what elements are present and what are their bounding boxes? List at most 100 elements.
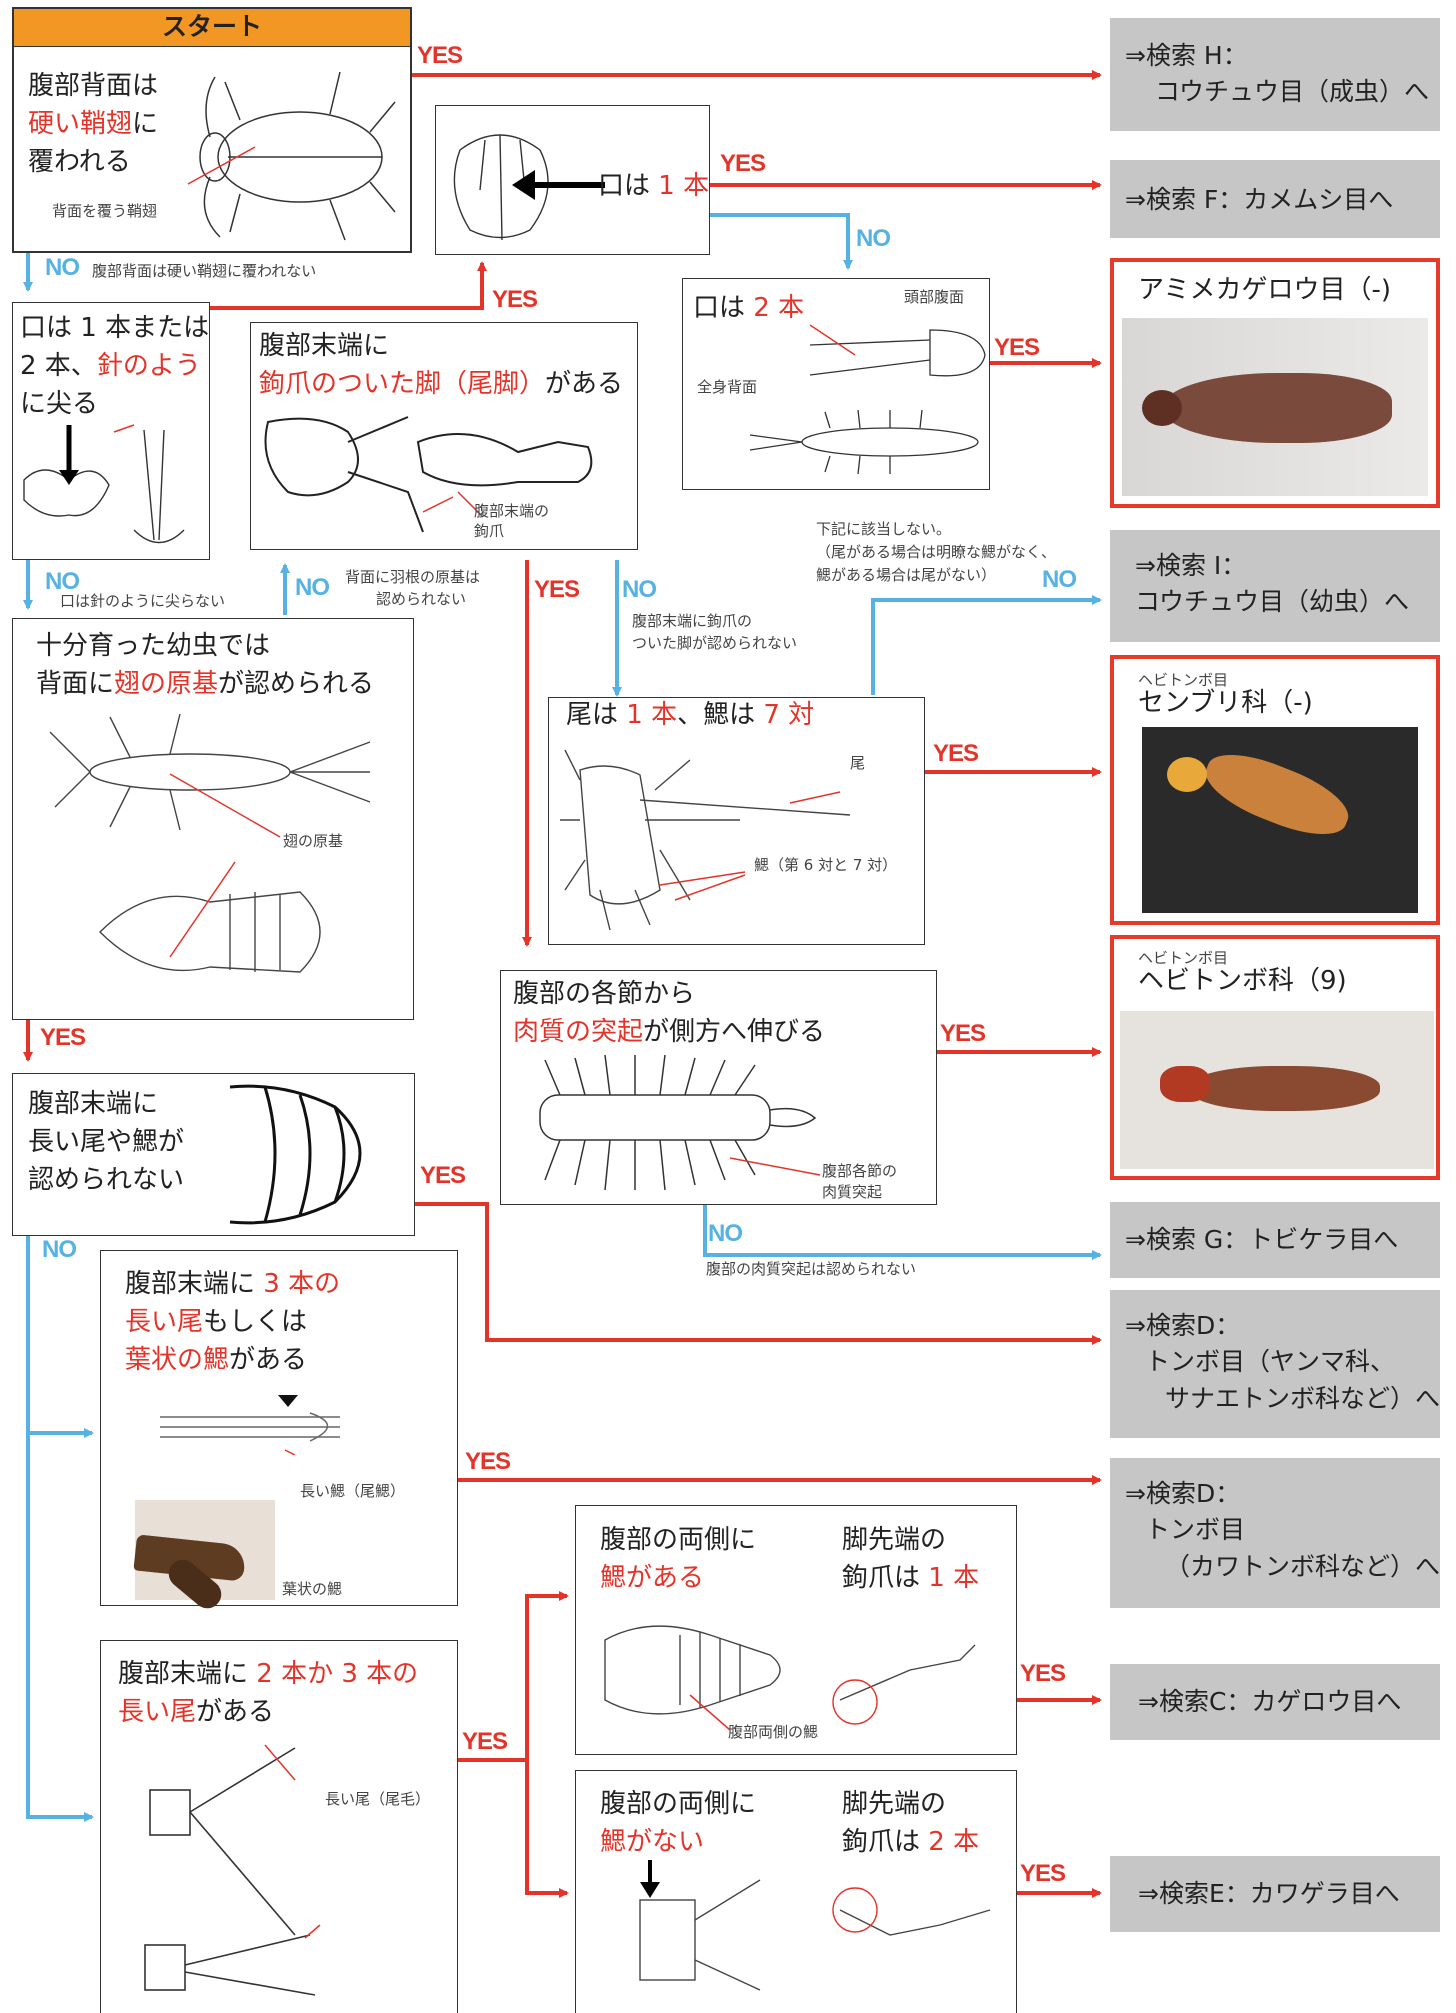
start-no-label: NO	[45, 254, 79, 282]
result-e[interactable]: ⇒検索E：カワゲラ目へ	[1110, 1856, 1440, 1932]
note-wingpad-no-1: 背面に羽根の原基は	[345, 568, 480, 588]
mouth-two-yes-label: YES	[994, 334, 1039, 362]
three-tails-cap-2: 葉状の鰓	[282, 1580, 342, 1600]
result-d2[interactable]: ⇒検索D： トンボ目 （カワトンボ科など）へ	[1110, 1458, 1440, 1608]
result-g-line-1: ⇒検索 G：トビケラ目へ	[1125, 1222, 1440, 1258]
gills-yes-label: YES	[1020, 1660, 1065, 1688]
senburi-photo	[1142, 727, 1418, 913]
tail-one-cap-2: 鰓（第 6 対と 7 対）	[754, 856, 897, 876]
wingpad-yes-label: YES	[40, 1024, 85, 1052]
result-d2-line-1: ⇒検索D：	[1125, 1476, 1440, 1512]
result-h-line-2: コウチュウ目（成虫）へ	[1125, 74, 1440, 110]
two-three-tails-line-1: 腹部末端に 2 本か 3 本の	[118, 1656, 418, 1694]
result-h[interactable]: ⇒検索 H： コウチュウ目（成虫）へ	[1110, 18, 1440, 131]
mouth-one-no-label: NO	[856, 225, 890, 253]
note-claw-no-1: 腹部末端に鉤爪の	[632, 612, 752, 632]
arrow-mouth1-no	[710, 215, 848, 268]
note-mouth-no: 口は針のように尖らない	[60, 592, 225, 612]
gills-cap: 腹部両側の鰓	[728, 1723, 818, 1743]
result-i-line-2: コウチュウ目（幼虫）へ	[1135, 584, 1440, 620]
fleshy-cap-2: 肉質突起	[822, 1183, 882, 1203]
fleshy-illustration	[530, 1050, 830, 1200]
nogills-line-2: 鰓がない	[600, 1824, 704, 1862]
mouth-one-label: 口は 1 本	[598, 168, 709, 206]
note-fleshy-no: 腹部の肉質突起は認められない	[706, 1260, 916, 1280]
senburi-title: センブリ科（-)	[1138, 685, 1313, 723]
result-d2-line-2: トンボ目	[1125, 1512, 1440, 1548]
nogills-claw-line-1: 脚先端の	[842, 1786, 946, 1824]
three-tails-line-2: 長い尾もしくは	[125, 1304, 307, 1342]
nogills-yes-label: YES	[1020, 1860, 1065, 1888]
wingpad-cap: 翅の原基	[283, 832, 343, 852]
two-three-tails-yes-label: YES	[462, 1728, 507, 1756]
two-three-tails-cap: 長い尾（尾毛）	[325, 1790, 430, 1810]
claw-line-2: 鉤爪のついた脚（尾脚）がある	[259, 366, 623, 404]
mouth-line-2: 2 本、針のよう	[20, 348, 201, 386]
notail-line-3: 認められない	[28, 1162, 184, 1200]
wingpad-line-2: 背面に翅の原基が認められる	[36, 666, 374, 704]
beetle-illustration	[180, 62, 405, 247]
notail-yes-label: YES	[420, 1162, 465, 1190]
notail-line-1: 腹部末端に	[28, 1086, 158, 1124]
notail-line-2: 長い尾や鰓が	[28, 1124, 184, 1162]
result-g[interactable]: ⇒検索 G：トビケラ目へ	[1110, 1202, 1440, 1278]
mouth-yes-label: YES	[492, 286, 537, 314]
start-yes-label: YES	[417, 42, 462, 70]
mouth-line-3: に尖る	[20, 386, 98, 424]
claw-yes-label: YES	[534, 576, 579, 604]
arrow-notail-no	[28, 1236, 92, 1817]
note-tail-no-2: （尾がある場合は明瞭な鰓がなく、	[816, 543, 1056, 563]
result-d1-line-2: トンボ目（ヤンマ科、	[1125, 1344, 1440, 1380]
start-header: スタート	[14, 9, 410, 47]
start-caption: 背面を覆う鞘翅	[52, 202, 157, 222]
note-wingpad-no-2: 認められない	[376, 590, 466, 610]
note-tail-no-3: 鰓がある場合は尾がない）	[816, 566, 996, 586]
three-tails-yes-label: YES	[465, 1448, 510, 1476]
result-c[interactable]: ⇒検索C：カゲロウ目へ	[1110, 1664, 1440, 1740]
result-d2-line-3: （カワトンボ科など）へ	[1125, 1549, 1440, 1585]
tail-one-label: 尾は 1 本、鰓は 7 対	[566, 697, 814, 735]
three-tails-cap-1: 長い鰓（尾鰓）	[300, 1482, 405, 1502]
tail-one-yes-label: YES	[933, 740, 978, 768]
note-start-no: 腹部背面は硬い鞘翅に覆われない	[92, 262, 316, 282]
two-three-tails-line-2: 長い尾がある	[118, 1694, 274, 1732]
mouth-one-yes-label: YES	[720, 150, 765, 178]
arrow-fleshy-no	[705, 1205, 1100, 1255]
result-f[interactable]: ⇒検索 F：カメムシ目へ	[1110, 160, 1440, 238]
tail-one-cap-1: 尾	[850, 754, 865, 774]
nogills-illustration	[590, 1860, 1010, 2010]
fleshy-cap-1: 腹部各節の	[822, 1162, 897, 1182]
mouth-needle-illustration	[14, 420, 206, 556]
claw-no-label: NO	[622, 576, 656, 604]
photo-box-amimekagerou[interactable]: アミメカゲロウ目（-)	[1110, 258, 1440, 508]
mouth-one-illustration	[440, 110, 610, 250]
claw-illustration	[258, 402, 633, 547]
fleshy-line-1: 腹部の各節から	[513, 976, 695, 1014]
tail-one-no-label: NO	[1042, 566, 1076, 594]
three-tails-line-3: 葉状の鰓がある	[125, 1342, 307, 1380]
gills-claw-line-1: 脚先端の	[842, 1522, 946, 1560]
two-three-tails-illustration	[140, 1740, 440, 2010]
notail-no-label: NO	[42, 1236, 76, 1264]
claw-line-1: 腹部末端に	[259, 328, 389, 366]
result-d1-line-3: サナエトンボ科など）へ	[1125, 1381, 1440, 1417]
photo-box-senburi[interactable]: ヘビトンボ目 センブリ科（-)	[1110, 655, 1440, 925]
result-d1-line-1: ⇒検索D：	[1125, 1308, 1440, 1344]
wingpad-line-1: 十分育った幼虫では	[36, 628, 270, 666]
start-line-2: 硬い鞘翅に	[28, 106, 158, 144]
nogills-line-1: 腹部の両側に	[600, 1786, 756, 1824]
wingpad-illustration	[40, 712, 410, 1012]
result-i[interactable]: ⇒検索 I： コウチュウ目（幼虫）へ	[1110, 530, 1440, 642]
photo-box-hebitonbo[interactable]: ヘビトンボ目 ヘビトンボ科（9)	[1110, 935, 1440, 1180]
nogills-claw-line-2: 鉤爪は 2 本	[842, 1824, 979, 1862]
start-line-3: 覆われる	[28, 144, 131, 182]
tail-one-illustration	[560, 740, 920, 940]
start-line-1: 腹部背面は	[28, 68, 158, 106]
note-claw-no-2: ついた脚が認められない	[632, 634, 797, 654]
notail-illustration	[225, 1077, 385, 1232]
result-d1[interactable]: ⇒検索D： トンボ目（ヤンマ科、 サナエトンボ科など）へ	[1110, 1290, 1440, 1438]
hebitonbo-title: ヘビトンボ科（9)	[1138, 963, 1347, 1001]
arrow-23tails-yes-b	[527, 1760, 567, 1893]
gills-claw-line-2: 鉤爪は 1 本	[842, 1560, 979, 1598]
note-tail-no-1: 下記に該当しない。	[816, 520, 951, 540]
